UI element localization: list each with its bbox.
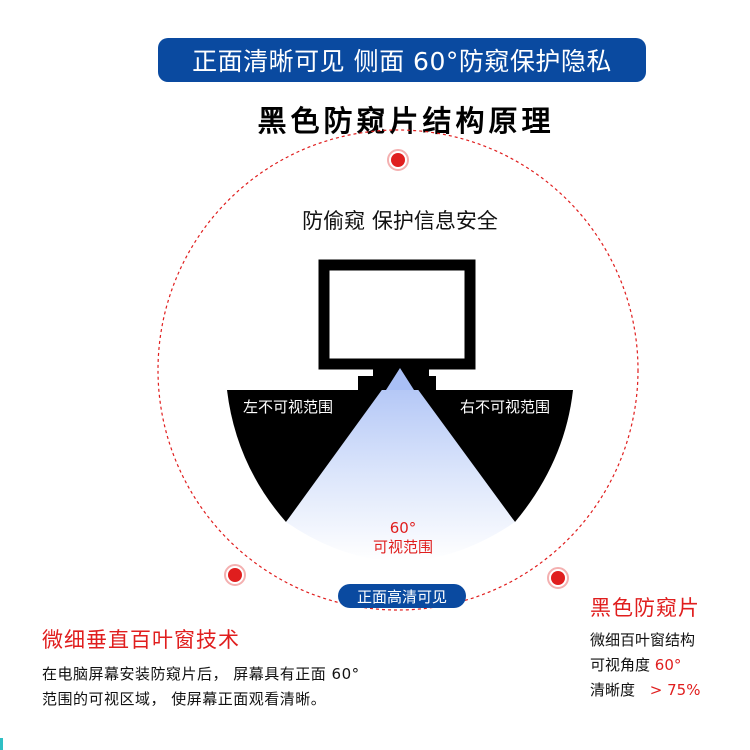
- spec-structure: 微细百叶窗结构: [590, 631, 696, 649]
- right-range-label: 右不可视范围: [460, 398, 550, 416]
- stand-notch: [386, 368, 414, 390]
- right-panel-title: 黑色防窥片: [590, 596, 700, 620]
- angle-value: 60°: [390, 519, 417, 537]
- right-blind-zone: [410, 390, 573, 522]
- front-view-badge: 正面高清可见: [338, 584, 466, 608]
- left-panel-title: 微细垂直百叶窗技术: [42, 628, 240, 652]
- top-banner: 正面清晰可见 侧面 60°防窥保护隐私: [158, 38, 646, 82]
- spec-clarity-label: 清晰度: [590, 681, 636, 699]
- spec-angle: 可视角度 60°: [590, 653, 750, 678]
- spec-angle-label: 可视角度: [590, 656, 651, 674]
- marker-left: [224, 564, 246, 586]
- edge-marker: [0, 738, 3, 750]
- angle-label: 可视范围: [373, 538, 433, 556]
- boundary-circle: [157, 129, 639, 611]
- banner-text: 正面清晰可见 侧面 60°防窥保护隐私: [192, 47, 612, 76]
- page-title: 黑色防窥片结构原理: [257, 104, 555, 138]
- visible-cone: [286, 365, 515, 561]
- front-view-label: 正面高清可见: [356, 587, 447, 606]
- left-blind-zone: [227, 390, 391, 522]
- left-panel: 微细垂直百叶窗技术 在电脑屏幕安装防窥片后， 屏幕具有正面 60°范围的可视区域…: [42, 624, 372, 712]
- spec-angle-value: 60°: [654, 656, 682, 674]
- spec-clarity: 清晰度 > 75%: [590, 678, 750, 703]
- left-panel-description: 在电脑屏幕安装防窥片后， 屏幕具有正面 60°范围的可视区域， 使屏幕正面观看清…: [42, 665, 360, 708]
- spec-clarity-value: > 75%: [649, 681, 701, 699]
- left-range-label: 左不可视范围: [243, 398, 333, 416]
- slogan-text: 防偷窥 保护信息安全: [302, 209, 498, 233]
- monitor-frame: [318, 259, 476, 370]
- marker-top: [387, 149, 409, 171]
- right-panel: 黑色防窥片 微细百叶窗结构 可视角度 60° 清晰度 > 75%: [590, 592, 750, 703]
- marker-right: [547, 567, 569, 589]
